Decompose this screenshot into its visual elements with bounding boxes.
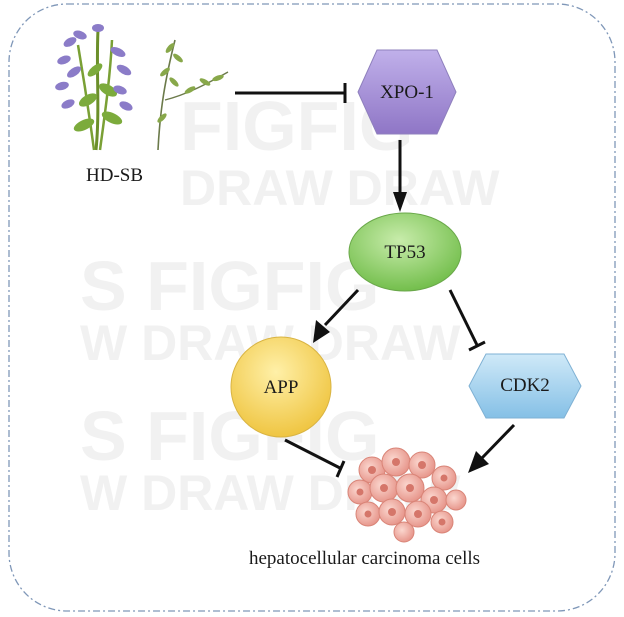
svg-text:DRAW DRAW: DRAW DRAW (180, 160, 500, 216)
tumor-cells-icon (347, 447, 467, 543)
edge-tp53-cdk2 (448, 289, 486, 352)
svg-text:S FIGFIG: S FIGFIG (80, 397, 379, 475)
herb-label: HD-SB (86, 165, 144, 186)
edge-app-cells (284, 438, 346, 478)
edge-cdk2-cells (468, 423, 516, 473)
edge-tp53-app (313, 288, 360, 343)
watermark: FIGFIG DRAW DRAW S FIGFIG W DRAW DRAW S … (80, 87, 500, 521)
edge-xpo1-tp53 (393, 140, 407, 212)
cdk2-node (468, 353, 582, 419)
tp53-label: TP53 (384, 242, 426, 263)
tumor-cell-nuclei (356, 458, 448, 526)
diagram-frame (8, 3, 616, 612)
xpo1-node (357, 49, 457, 135)
app-label: APP (263, 377, 299, 398)
xpo1-label: XPO-1 (380, 82, 434, 103)
cdk2-label: CDK2 (500, 375, 550, 396)
app-node (230, 336, 332, 438)
svg-text:S FIGFIG: S FIGFIG (80, 247, 379, 325)
edge-herb-xpo1 (235, 83, 347, 103)
skullcap-herb-icon (55, 24, 229, 151)
cells-label: hepatocellular carcinoma cells (249, 548, 481, 569)
tp53-node (348, 212, 462, 292)
